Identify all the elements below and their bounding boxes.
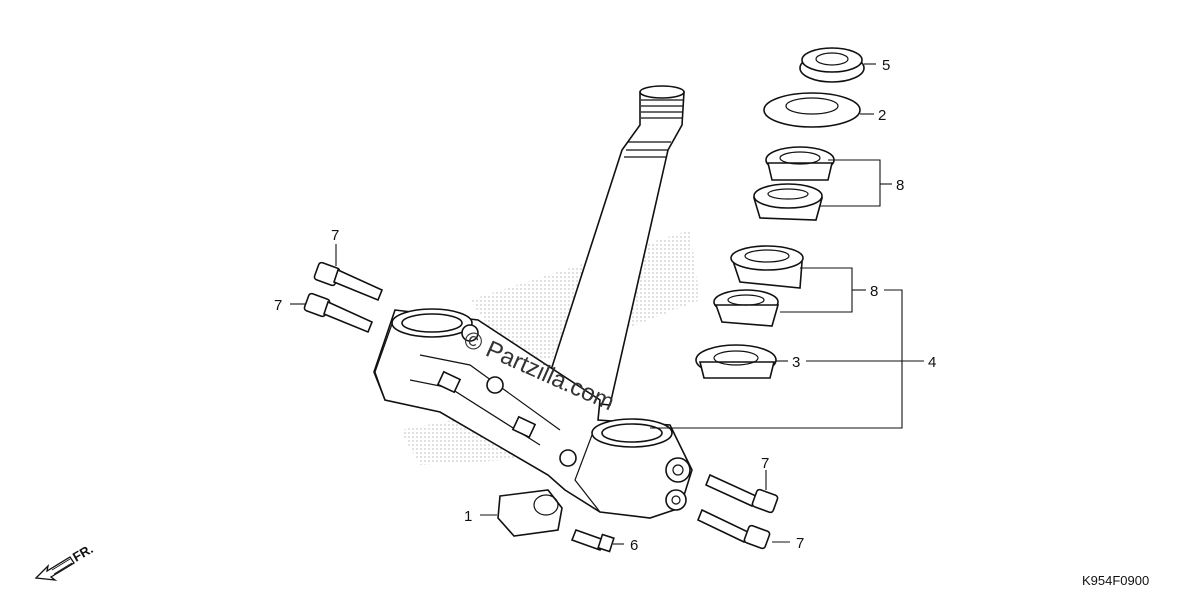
callout-6: 6	[630, 537, 638, 554]
callout-1: 1	[464, 508, 472, 525]
part-small-bolt	[570, 528, 624, 553]
front-arrow-icon	[34, 556, 75, 581]
callout-7-upper-2: 7	[274, 297, 282, 314]
callout-4: 4	[928, 354, 936, 371]
leader-stem-assembly	[650, 289, 924, 429]
part-bolt-upper-2	[290, 292, 374, 334]
callout-7-lower-2: 7	[796, 535, 804, 552]
front-direction-indicator: FR.	[34, 541, 96, 581]
callout-2: 2	[878, 107, 886, 124]
part-dust-seal	[763, 92, 874, 128]
steering-stem-shaft	[540, 85, 685, 406]
diagram-code: K954F0900	[1082, 573, 1149, 588]
part-bolt-lower-1	[704, 470, 779, 514]
callout-7-upper-1: 7	[331, 227, 339, 244]
callout-3: 3	[792, 354, 800, 371]
part-stem-nut	[799, 47, 876, 83]
callout-7-lower-1: 7	[761, 455, 769, 472]
callout-8-upper: 8	[896, 177, 904, 194]
front-label: FR.	[70, 541, 96, 564]
part-bolt-lower-2	[696, 508, 790, 550]
part-lower-bearing	[713, 245, 866, 327]
callout-5: 5	[882, 57, 890, 74]
part-lower-dust-seal	[695, 344, 788, 379]
part-upper-bearing	[752, 146, 892, 221]
part-bolt-upper-1	[313, 244, 384, 302]
part-clamp	[480, 489, 563, 537]
lower-triple-clamp	[373, 308, 693, 519]
callout-8-lower: 8	[870, 283, 878, 300]
